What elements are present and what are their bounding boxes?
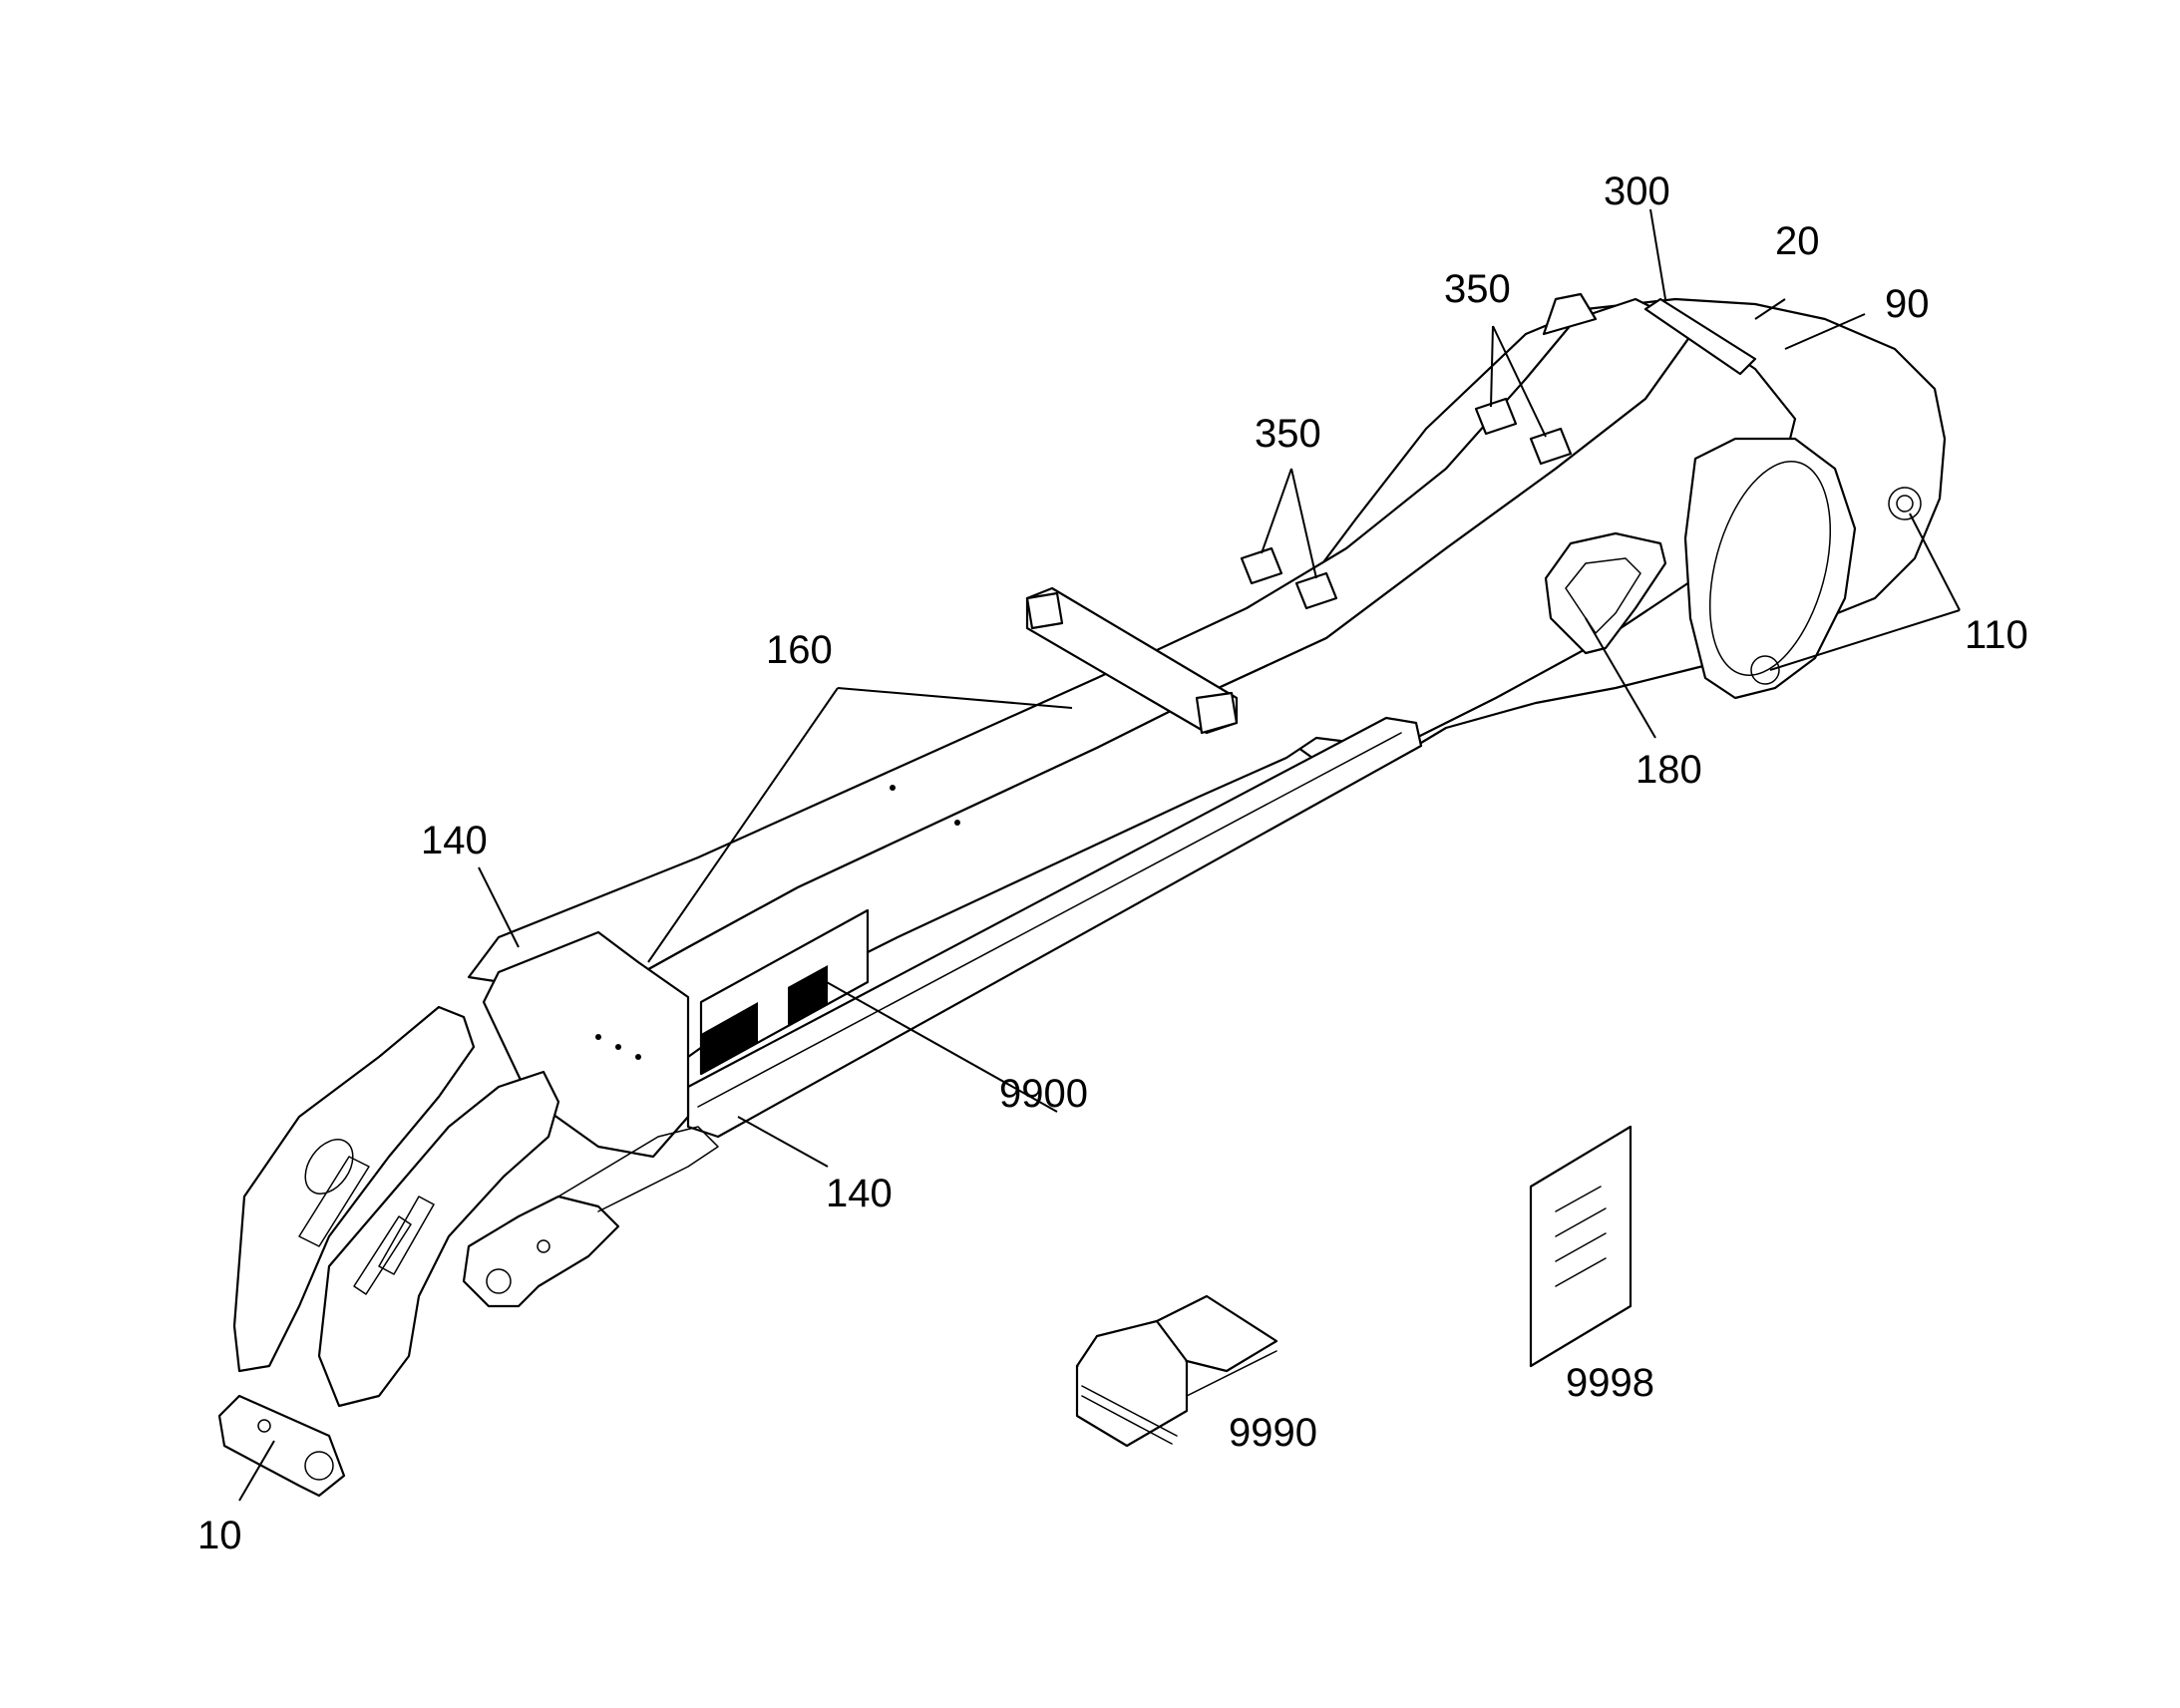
operator-manual — [1075, 1294, 1278, 1448]
lifting-eye — [1542, 292, 1598, 336]
boom-lower-bar — [686, 716, 1423, 1139]
leader-lines — [238, 208, 1961, 1502]
access-cutout — [1544, 531, 1667, 655]
leader-110a — [1909, 512, 1961, 611]
callout-90: 90 — [1885, 282, 1930, 326]
callout-300: 300 — [1604, 170, 1670, 213]
boom-assembly — [217, 292, 1947, 1498]
callout-350-left: 350 — [1255, 412, 1321, 456]
leader-350a2 — [1290, 468, 1317, 579]
leader-350b1 — [1490, 325, 1494, 408]
leader-110b — [1769, 609, 1961, 671]
callout-9990: 9990 — [1229, 1411, 1317, 1455]
leader-10 — [238, 1440, 275, 1502]
leader-180 — [1585, 617, 1656, 739]
callout-10: 10 — [197, 1514, 242, 1557]
callout-labels: 10 20 90 110 140 140 160 180 300 350 350… — [197, 170, 2028, 1557]
callout-110: 110 — [1965, 613, 2028, 657]
callout-180: 180 — [1635, 748, 1702, 792]
callout-140-top: 140 — [421, 819, 488, 862]
boom-nose — [217, 1394, 346, 1498]
callout-350-right: 350 — [1444, 267, 1511, 311]
instruction-sheet — [1529, 1125, 1633, 1368]
leader-160b — [837, 687, 1073, 709]
top-plate — [1643, 297, 1757, 376]
leader-300 — [1649, 208, 1666, 300]
leader-20 — [1754, 298, 1786, 320]
callout-9998: 9998 — [1566, 1361, 1654, 1405]
callout-160: 160 — [766, 628, 833, 672]
leader-140a — [478, 866, 520, 948]
hose-clamp-4 — [1529, 427, 1573, 466]
callout-20: 20 — [1775, 219, 1820, 263]
front-inner-plate — [317, 1070, 560, 1408]
callout-9900: 9900 — [999, 1072, 1088, 1116]
hose-clamp-1 — [1240, 546, 1283, 585]
rear-pin-plate — [1683, 437, 1857, 700]
hose-clamp-3 — [1474, 397, 1518, 436]
leader-140b — [737, 1116, 829, 1168]
leader-160a — [647, 687, 839, 963]
leader-350b2 — [1492, 325, 1547, 438]
callout-140-bottom: 140 — [826, 1172, 893, 1215]
front-outer-plate — [232, 1005, 476, 1373]
leader-350a1 — [1261, 468, 1292, 554]
leader-90 — [1784, 313, 1866, 350]
leader-9900 — [817, 976, 1058, 1113]
